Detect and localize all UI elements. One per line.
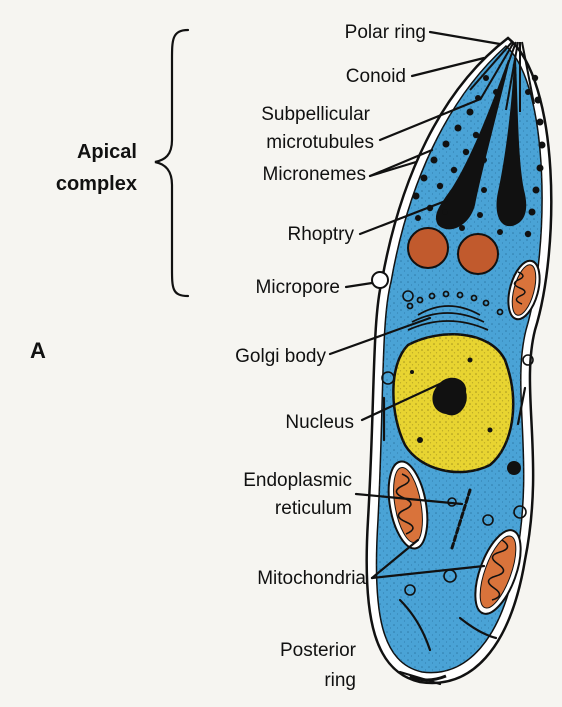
micropore-pit [372, 272, 388, 288]
apical-complex-label-line2: complex [56, 173, 137, 195]
label-micronemes: Micronemes [263, 164, 366, 185]
label-er-line1: Endoplasmic [243, 470, 352, 491]
apical-complex-bracket [155, 30, 188, 296]
dark-granule [507, 461, 521, 475]
label-polar-ring: Polar ring [345, 22, 426, 43]
label-golgi-body: Golgi body [235, 346, 326, 367]
apical-complex-label-line1: Apical [77, 141, 137, 163]
label-posterior-line1: Posterior [280, 640, 357, 661]
label-nucleus: Nucleus [285, 412, 354, 433]
label-er-line2: reticulum [275, 498, 352, 519]
figure-letter: A [30, 338, 46, 363]
label-micropore: Micropore [256, 277, 340, 298]
label-subpellicular-line2: microtubules [266, 132, 374, 153]
label-posterior-line2: ring [324, 670, 356, 691]
nucleus [393, 334, 513, 472]
label-subpellicular-line1: Subpellicular [261, 104, 370, 125]
label-conoid: Conoid [346, 66, 406, 87]
label-mitochondria: Mitochondria [257, 568, 366, 589]
label-rhoptry: Rhoptry [287, 224, 354, 245]
